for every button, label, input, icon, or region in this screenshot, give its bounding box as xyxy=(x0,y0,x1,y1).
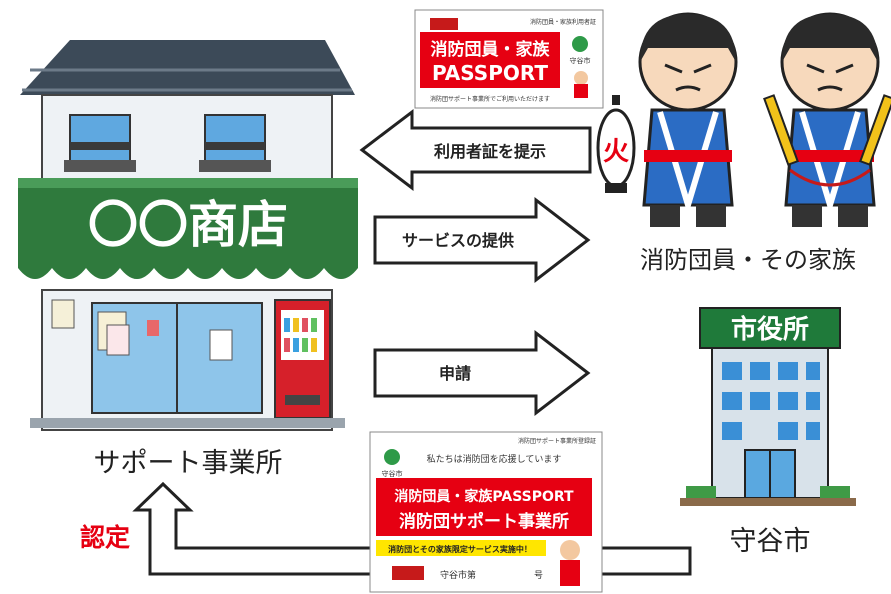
arrow-provide-service-label: サービスの提供 xyxy=(402,231,514,250)
baton-icon xyxy=(763,94,799,166)
arrow-apply-label: 申請 xyxy=(439,364,471,383)
sticker-city-emblem-icon xyxy=(384,449,400,465)
sticker-banner: 消防団とその家族限定サービス実施中！ xyxy=(388,544,532,554)
passport-title-line2: PASSPORT xyxy=(432,61,548,85)
passport-footer: 消防団サポート事業所でご利用いただけます xyxy=(430,95,550,103)
city-hall-caption: 守谷市 xyxy=(730,526,811,557)
sticker-banner-bg xyxy=(376,540,546,556)
city-emblem-icon xyxy=(572,36,588,52)
sticker-city: 守谷市 xyxy=(382,469,403,478)
shop-awning xyxy=(18,178,358,268)
support-sticker: 消防団サポート事業所登録証 守谷市 私たちは消防団を応援しています 消防団員・家… xyxy=(369,431,603,593)
certify-label: 認定 xyxy=(80,523,130,552)
sticker-number-prefix: 守谷市第 xyxy=(440,569,476,581)
shop-window-right xyxy=(199,114,271,172)
arrow-apply: 申請 xyxy=(373,329,591,417)
members-caption: 消防団員・その家族 xyxy=(640,246,856,274)
fire-truck-icon xyxy=(430,18,458,30)
vending-machine xyxy=(274,299,331,419)
shop-window-left xyxy=(64,114,136,172)
sticker-title-line1: 消防団員・家族PASSPORT xyxy=(394,488,574,505)
member-with-lantern: 火 xyxy=(596,12,738,227)
shop-building: 〇〇商店 xyxy=(18,40,358,431)
passport-title-line1: 消防団員・家族 xyxy=(431,39,551,60)
sticker-tagline: 私たちは消防団を応援しています xyxy=(427,453,562,465)
city-hall-building: 市役所 xyxy=(680,307,856,506)
lantern-icon: 火 xyxy=(596,95,636,193)
passport-corner-tag: 消防団員・家族利用者証 xyxy=(530,18,596,26)
city-hall-sign-text: 市役所 xyxy=(731,314,809,345)
lantern-char: 火 xyxy=(603,137,629,167)
sticker-corner-tag: 消防団サポート事業所登録証 xyxy=(518,437,596,445)
sticker-number-suffix: 号 xyxy=(534,570,543,581)
shop-roof xyxy=(20,40,355,95)
shop-sign: 〇〇商店 xyxy=(88,196,288,254)
sticker-red-panel xyxy=(376,478,592,536)
sticker-firefighter-mascot-icon xyxy=(560,540,580,560)
arrow-present-card: 利用者証を提示 xyxy=(359,108,592,192)
shop-caption: サポート事業所 xyxy=(94,448,283,479)
passport-city: 守谷市 xyxy=(570,56,591,65)
arrow-present-card-label: 利用者証を提示 xyxy=(434,142,546,161)
city-hall-sign xyxy=(699,307,841,349)
firefighter-mascot-icon xyxy=(574,71,588,85)
passport-card: 消防団員・家族利用者証 消防団員・家族 PASSPORT 守谷市 消防団サポート… xyxy=(414,9,604,109)
arrow-provide-service: サービスの提供 xyxy=(373,196,591,284)
sticker-title-line2: 消防団サポート事業所 xyxy=(399,511,569,532)
member-with-baton xyxy=(763,12,891,227)
sticker-fire-truck-icon xyxy=(392,566,424,580)
passport-red-panel xyxy=(420,32,560,88)
